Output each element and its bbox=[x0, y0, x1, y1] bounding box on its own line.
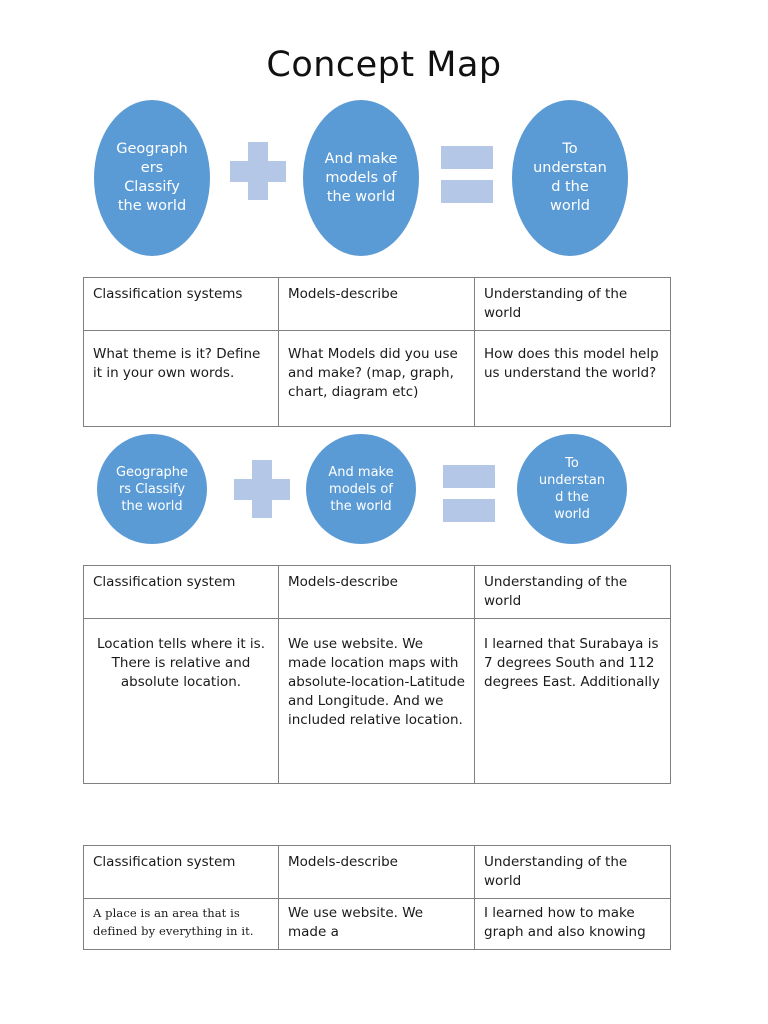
cell-text: A place is an area that is defined by ev… bbox=[93, 906, 254, 938]
concept-node-label: And make models of the world bbox=[328, 464, 394, 514]
table-row: Location tells where it is. There is rel… bbox=[83, 618, 671, 784]
table-header-cell-understanding: Understanding of the world bbox=[474, 565, 671, 619]
table-header-cell-classification: Classification systems bbox=[83, 277, 279, 331]
cell-text: Models-describe bbox=[288, 574, 398, 590]
cell-text: What Models did you use and make? (map, … bbox=[288, 346, 458, 400]
cell-text: Models-describe bbox=[288, 854, 398, 870]
cell-text: Models-describe bbox=[288, 286, 398, 302]
cell-text: We use website. We made a bbox=[288, 905, 424, 940]
equals-bar-bottom bbox=[443, 499, 495, 522]
page-title: Concept Map bbox=[266, 45, 502, 85]
table-cell-classification[interactable]: Location tells where it is. There is rel… bbox=[83, 618, 279, 784]
table-header-cell-models: Models-describe bbox=[278, 277, 475, 331]
concept-node-make-models[interactable]: And make models of the world bbox=[303, 100, 419, 256]
concept-node-label: And make models of the world bbox=[324, 150, 398, 205]
table-header-cell-models: Models-describe bbox=[278, 845, 475, 899]
equals-bar-bottom bbox=[441, 180, 493, 203]
table-header-row: Classification system Models-describe Un… bbox=[83, 845, 671, 899]
table-header-cell-understanding: Understanding of the world bbox=[474, 277, 671, 331]
concept-node-label: Geograph ers Classify the world bbox=[116, 141, 188, 214]
concept-table-3: Classification system Models-describe Un… bbox=[83, 845, 671, 950]
plus-sign-icon bbox=[234, 460, 290, 518]
concept-node-geographers-classify[interactable]: Geographe rs Classify the world bbox=[97, 434, 207, 544]
table-header-cell-understanding: Understanding of the world bbox=[474, 845, 671, 899]
cell-text: Classification system bbox=[93, 574, 236, 590]
table-row: What theme is it? Define it in your own … bbox=[83, 330, 671, 427]
concept-node-understand-world[interactable]: To understan d the world bbox=[517, 434, 627, 544]
cell-text: How does this model help us understand t… bbox=[484, 346, 659, 381]
table-header-cell-classification: Classification system bbox=[83, 845, 279, 899]
cell-text: Understanding of the world bbox=[484, 854, 628, 889]
concept-node-understand-world[interactable]: To understan d the world bbox=[512, 100, 628, 256]
cell-text: Understanding of the world bbox=[484, 574, 628, 609]
cell-text: I learned that Surabaya is 7 degrees Sou… bbox=[484, 636, 660, 690]
concept-node-make-models[interactable]: And make models of the world bbox=[306, 434, 416, 544]
equals-bar-top bbox=[443, 465, 495, 488]
equals-bar-top bbox=[441, 146, 493, 169]
concept-table-1: Classification systems Models-describe U… bbox=[83, 277, 671, 427]
table-cell-understanding[interactable]: I learned how to make graph and also kno… bbox=[474, 898, 671, 950]
table-row: A place is an area that is defined by ev… bbox=[83, 898, 671, 950]
table-header-row: Classification systems Models-describe U… bbox=[83, 277, 671, 331]
cell-text: Understanding of the world bbox=[484, 286, 628, 321]
plus-sign-icon bbox=[230, 142, 286, 200]
equals-sign-icon bbox=[441, 141, 493, 203]
concept-table-2: Classification system Models-describe Un… bbox=[83, 565, 671, 784]
table-cell-understanding[interactable]: I learned that Surabaya is 7 degrees Sou… bbox=[474, 618, 671, 784]
table-header-row: Classification system Models-describe Un… bbox=[83, 565, 671, 619]
table-cell-classification[interactable]: What theme is it? Define it in your own … bbox=[83, 330, 279, 427]
table-header-cell-models: Models-describe bbox=[278, 565, 475, 619]
table-cell-models[interactable]: What Models did you use and make? (map, … bbox=[278, 330, 475, 427]
concept-node-geographers-classify[interactable]: Geograph ers Classify the world bbox=[94, 100, 210, 256]
cell-text: We use website. We made location maps wi… bbox=[288, 636, 465, 728]
cell-text: Location tells where it is. There is rel… bbox=[97, 636, 265, 690]
cell-text: Classification system bbox=[93, 854, 236, 870]
concept-node-label: Geographe rs Classify the world bbox=[115, 464, 189, 514]
cell-text: I learned how to make graph and also kno… bbox=[484, 905, 646, 940]
table-cell-classification[interactable]: A place is an area that is defined by ev… bbox=[83, 898, 279, 950]
concept-node-label: To understan d the world bbox=[533, 141, 607, 214]
table-header-cell-classification: Classification system bbox=[83, 565, 279, 619]
equals-sign-icon bbox=[443, 460, 495, 522]
table-cell-models[interactable]: We use website. We made a bbox=[278, 898, 475, 950]
cell-text: Classification systems bbox=[93, 286, 243, 302]
table-cell-understanding[interactable]: How does this model help us understand t… bbox=[474, 330, 671, 427]
cell-text: What theme is it? Define it in your own … bbox=[93, 346, 261, 381]
concept-node-label: To understan d the world bbox=[538, 456, 606, 522]
table-cell-models[interactable]: We use website. We made location maps wi… bbox=[278, 618, 475, 784]
